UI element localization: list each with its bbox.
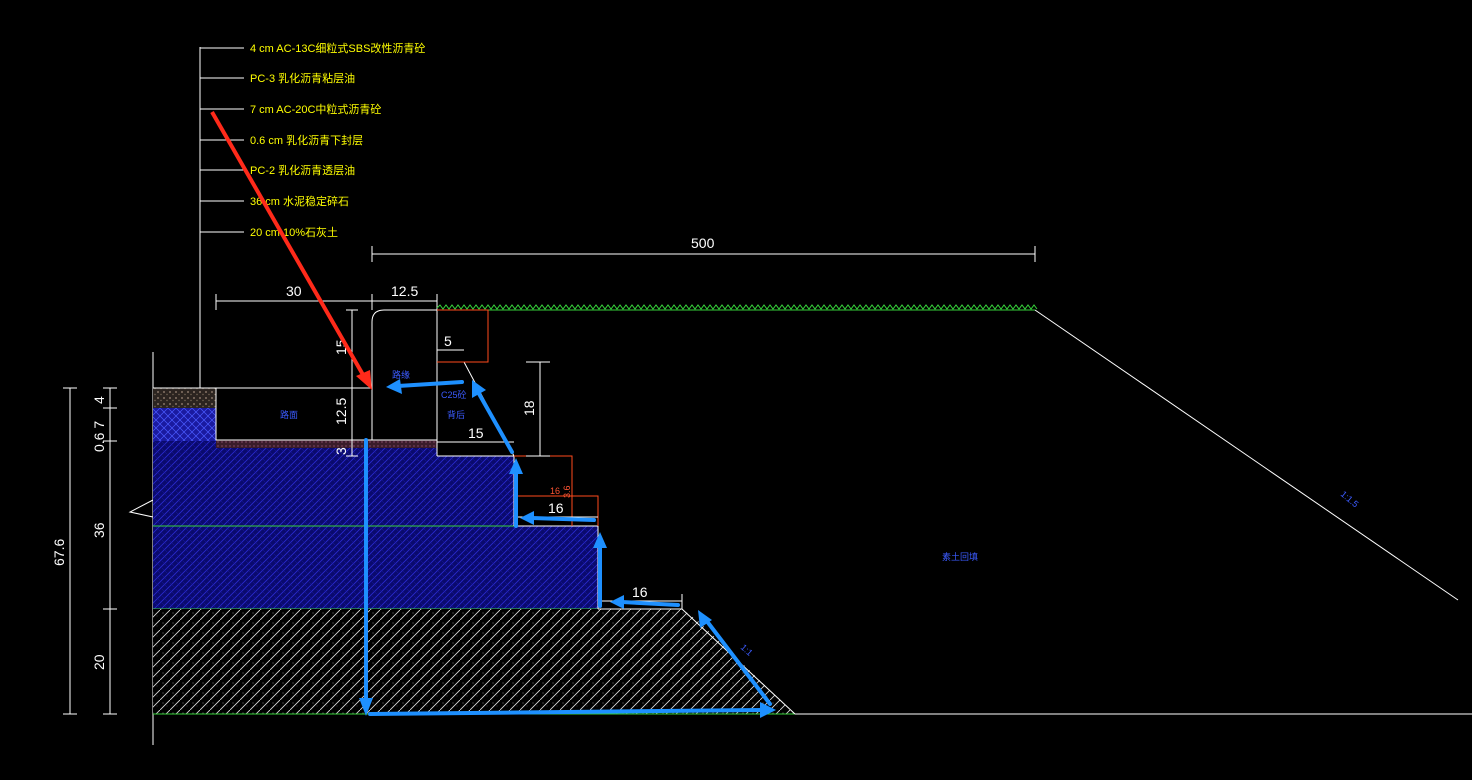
svg-text:20: 20	[91, 654, 107, 670]
layer-label-2: PC-3 乳化沥青粘层油	[250, 71, 355, 85]
dim-16-upper: 16	[514, 500, 598, 518]
surface-layer-gravel	[153, 388, 216, 408]
svg-text:3.6: 3.6	[562, 485, 572, 498]
dim-30-12-5: 30 12.5	[215, 283, 438, 310]
svg-text:500: 500	[691, 235, 715, 251]
layer-label-5: PC-2 乳化沥青透层油	[250, 163, 355, 177]
svg-text:16: 16	[550, 486, 560, 496]
layer-label-7: 20 cm 10%石灰土	[250, 225, 338, 239]
thin-underlayer	[216, 440, 437, 448]
svg-text:67.6: 67.6	[51, 539, 67, 566]
svg-text:15: 15	[468, 425, 484, 441]
curb-label: 路缘	[392, 369, 410, 380]
layer-label-1: 4 cm AC-13C细粒式SBS改性沥青砼	[250, 41, 425, 55]
svg-text:3: 3	[333, 447, 349, 455]
dim-500: 500	[371, 235, 1036, 262]
base-layer-upper	[153, 441, 514, 526]
layer-label-6: 36 cm 水泥稳定碎石	[250, 194, 349, 208]
svg-text:0.6 7: 0.6 7	[91, 421, 107, 452]
grass-line	[436, 304, 1038, 311]
svg-text:12.5: 12.5	[391, 283, 418, 299]
svg-text:4: 4	[91, 396, 107, 404]
red-leader-arrow	[210, 111, 372, 390]
dim-5: 5	[437, 333, 464, 351]
svg-text:18: 18	[521, 400, 537, 416]
svg-text:36: 36	[91, 522, 107, 538]
fill-label: 素土回填	[942, 551, 978, 562]
dim-15: 15	[437, 425, 514, 443]
svg-text:16: 16	[632, 584, 648, 600]
svg-text:16: 16	[548, 500, 564, 516]
svg-text:30: 30	[286, 283, 302, 299]
middle-layer-blue	[153, 408, 216, 441]
subgrade-layer	[153, 609, 795, 714]
backfill-small-label: 背后	[447, 409, 465, 420]
pavement-label: 路面	[280, 409, 298, 420]
left-vertical-dims: 4 0.6 7 36 20 67.6	[51, 387, 117, 715]
slope-right-label: 1:1.5	[1339, 489, 1361, 510]
layer-label-3: 7 cm AC-20C中粒式沥青砼	[250, 102, 381, 116]
blue-annotation-arrows	[359, 379, 776, 718]
layer-leader-ticks	[200, 47, 244, 233]
curb-detail-label: C25砼	[441, 389, 467, 400]
svg-text:5: 5	[444, 333, 452, 349]
dim-18: 18	[521, 361, 550, 457]
slope-lower-label: 1:1	[739, 642, 755, 658]
svg-text:12.5: 12.5	[333, 398, 349, 425]
layer-label-4: 0.6 cm 乳化沥青下封层	[250, 133, 363, 147]
right-slope-line	[1034, 309, 1459, 601]
base-layer-lower	[153, 526, 598, 609]
